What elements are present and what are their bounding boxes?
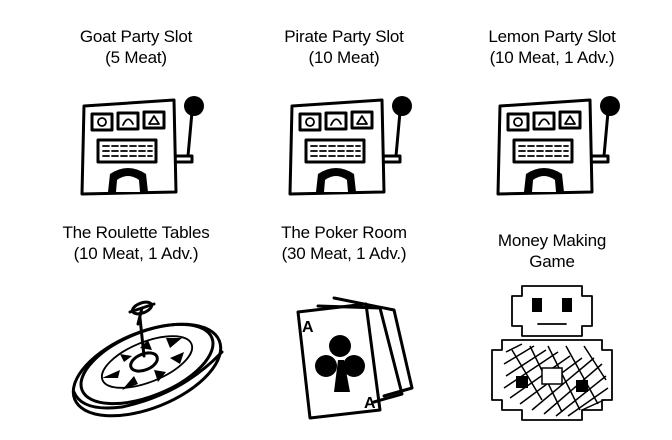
slot-machine-icon <box>496 94 622 196</box>
goat-party-slot-title: Goat Party Slot <box>79 27 193 46</box>
slot-machine-icon <box>80 94 206 196</box>
roulette-wheel-icon <box>71 300 224 418</box>
pirate-party-slot-title: Pirate Party Slot <box>284 27 404 46</box>
svg-text:A: A <box>364 395 376 412</box>
pirate-party-slot-cost: (10 Meat) <box>308 48 380 67</box>
money-making-game-title-line2: Game <box>529 252 575 271</box>
roulette-tables-cost: (10 Meat, 1 Adv.) <box>73 244 199 263</box>
poker-room-title: The Poker Room <box>281 223 407 242</box>
playing-cards-icon: A A <box>296 296 414 420</box>
money-making-game-title: Money Making <box>497 231 607 250</box>
poker-room-cost: (30 Meat, 1 Adv.) <box>281 244 407 263</box>
lemon-party-slot-tile[interactable]: Lemon Party Slot (10 Meat, 1 Adv.) <box>452 26 652 196</box>
goat-party-slot-tile[interactable]: Goat Party Slot (5 Meat) <box>36 26 236 196</box>
lemon-party-slot-cost: (10 Meat, 1 Adv.) <box>489 48 615 67</box>
pirate-party-slot-tile[interactable]: Pirate Party Slot (10 Meat) <box>244 26 444 196</box>
poker-room-tile[interactable]: The Poker Room (30 Meat, 1 Adv.) A A <box>244 222 444 420</box>
roulette-tables-tile[interactable]: The Roulette Tables (10 Meat, 1 Adv.) <box>36 222 236 418</box>
money-making-game-tile[interactable]: Money Making Game <box>452 230 652 421</box>
roulette-tables-title: The Roulette Tables <box>62 223 210 242</box>
lemon-party-slot-title: Lemon Party Slot <box>488 27 616 46</box>
money-making-game-icon <box>491 285 613 421</box>
svg-text:A: A <box>302 319 314 336</box>
slot-machine-icon <box>288 94 414 196</box>
goat-party-slot-cost: (5 Meat) <box>105 48 167 67</box>
